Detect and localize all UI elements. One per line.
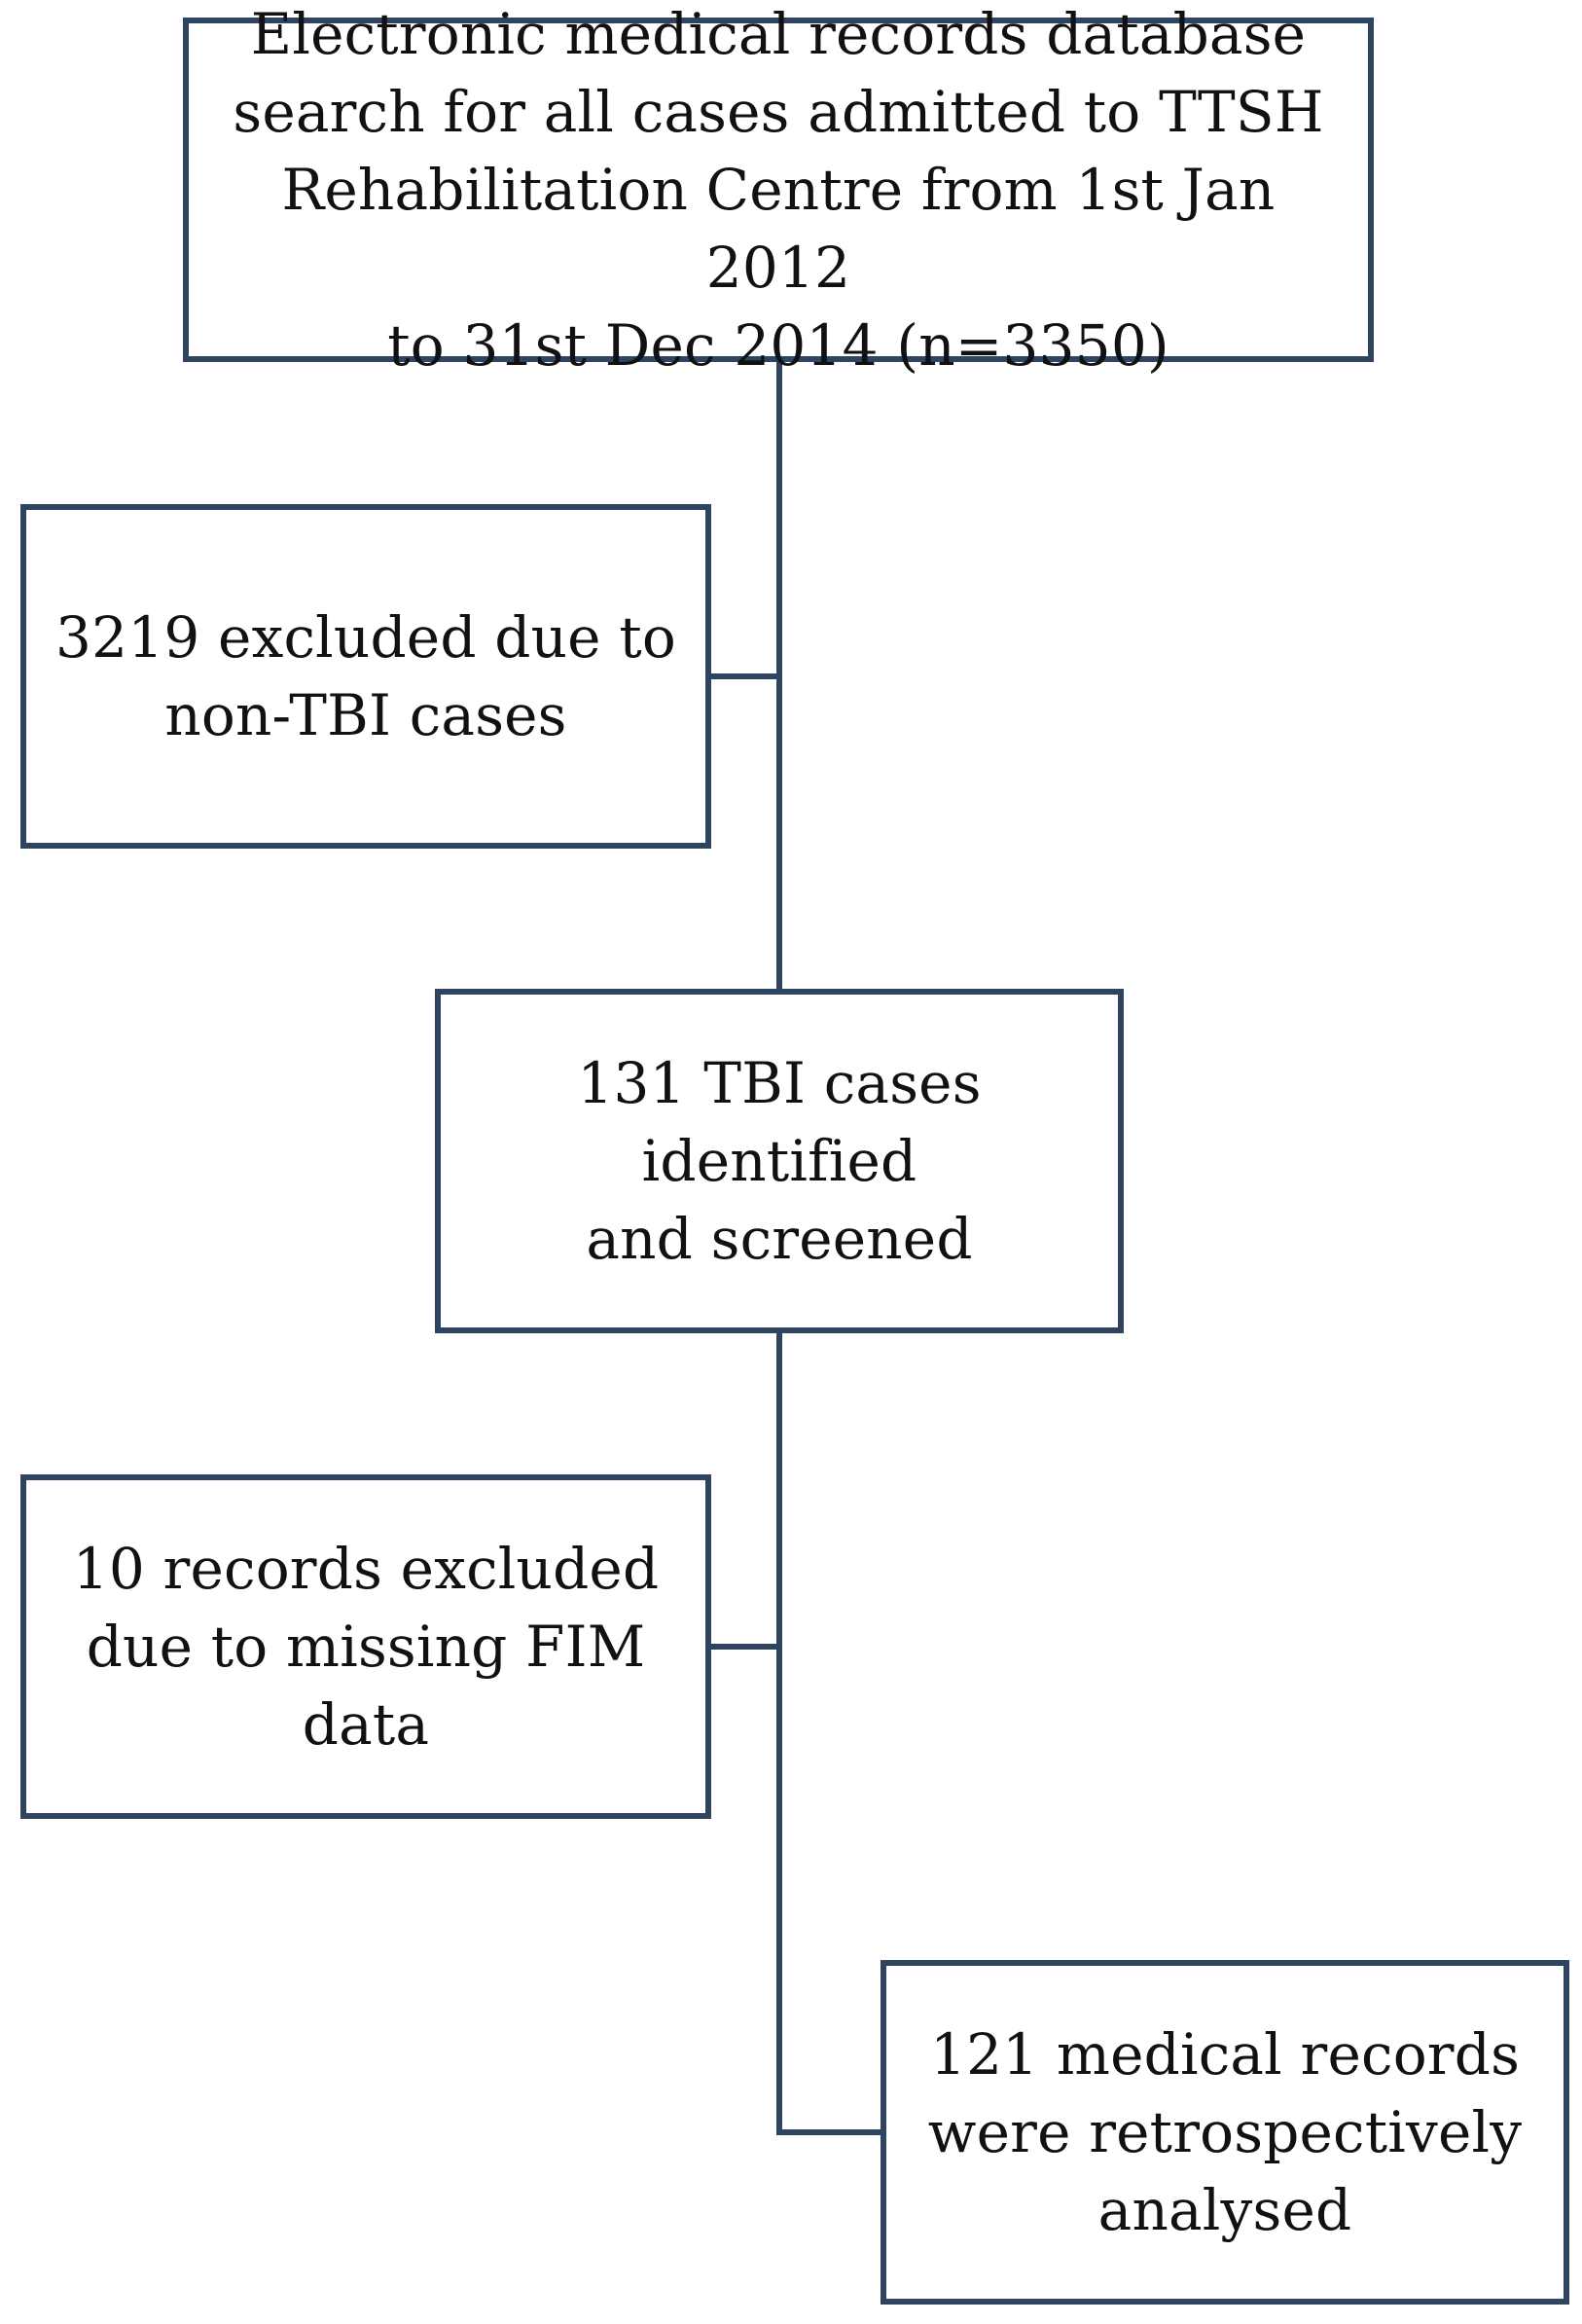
tbi-identified-box: 131 TBI cases identified and screened — [435, 989, 1124, 1333]
search-box: Electronic medical records database sear… — [183, 1, 1374, 379]
exclude-missing-fim-text: 10 records excluded due to missing FIM d… — [72, 1536, 660, 1758]
exclude-non-tbi-box: 3219 excluded due to non-TBI cases — [20, 504, 711, 849]
final-analysed-box: 121 medical records were retrospectively… — [881, 1960, 1569, 2305]
exclude-non-tbi-text: 3219 excluded due to non-TBI cases — [55, 604, 676, 748]
exclude-missing-fim-box: 10 records excluded due to missing FIM d… — [20, 1474, 711, 1819]
search-box-text: Electronic medical records database sear… — [233, 1, 1324, 379]
final-analysed-text: 121 medical records were retrospectively… — [927, 2021, 1523, 2243]
tbi-identified-text: 131 TBI cases identified and screened — [577, 1050, 982, 1272]
